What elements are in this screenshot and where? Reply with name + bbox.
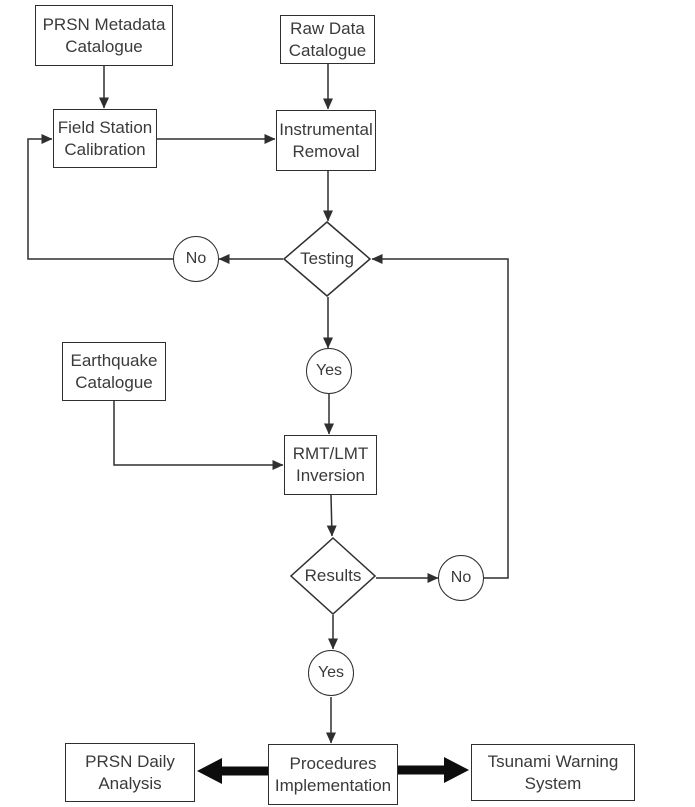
node-label-line2: Implementation bbox=[274, 775, 392, 795]
terminal-label: No bbox=[450, 569, 472, 586]
node-label-line1: Raw Data bbox=[290, 18, 365, 38]
node-label-line2: Inversion bbox=[296, 466, 365, 485]
node-earthquake-catalogue: Earthquake Catalogue bbox=[62, 342, 166, 401]
decision-results-label: Results bbox=[304, 566, 362, 585]
node-label-line1: Procedures bbox=[289, 753, 377, 773]
node-instrumental-removal: Instrumental Removal bbox=[276, 110, 376, 171]
node-prsn-daily-analysis: PRSN Daily Analysis bbox=[65, 743, 195, 802]
diamond-shape bbox=[283, 221, 371, 297]
node-label-line1: Tsunami Warning bbox=[487, 751, 619, 771]
node-label-line1: Instrumental bbox=[279, 119, 373, 139]
arrow-no-loop-to-field-station bbox=[27, 134, 173, 260]
diamond-shape bbox=[290, 537, 376, 615]
terminal-yes-results: Yes bbox=[308, 650, 354, 696]
terminal-label: No bbox=[185, 250, 207, 267]
node-field-station-calibration: Field Station Calibration bbox=[53, 109, 157, 168]
decision-results: Results bbox=[290, 537, 376, 615]
node-label-line2: Catalogue bbox=[75, 372, 153, 392]
decision-testing-label: Testing bbox=[300, 249, 354, 268]
node-label-line2: System bbox=[524, 773, 582, 793]
arrow-no-loop-to-testing bbox=[371, 254, 509, 579]
node-rmt-lmt-inversion: RMT/LMT Inversion bbox=[284, 435, 377, 495]
terminal-label: Yes bbox=[317, 664, 345, 681]
node-label-line1: Earthquake bbox=[70, 350, 158, 370]
node-label-line1: RMT/LMT bbox=[292, 444, 369, 463]
node-label-line2: Analysis bbox=[98, 773, 162, 793]
node-procedures-implementation: Procedures Implementation bbox=[268, 744, 398, 805]
terminal-yes-testing: Yes bbox=[306, 348, 352, 394]
thick-arrow-procedures-to-prsn-daily bbox=[197, 758, 268, 784]
node-label-line1: Field Station bbox=[57, 117, 153, 137]
decision-testing: Testing bbox=[283, 221, 371, 297]
node-label-line1: PRSN Metadata bbox=[42, 14, 166, 34]
node-raw-data-catalogue: Raw Data Catalogue bbox=[280, 15, 375, 64]
node-tsunami-warning-system: Tsunami Warning System bbox=[471, 744, 635, 801]
terminal-label: Yes bbox=[315, 362, 343, 379]
node-prsn-metadata-catalogue: PRSN Metadata Catalogue bbox=[35, 5, 173, 66]
terminal-no-testing: No bbox=[173, 236, 219, 282]
node-label-line2: Removal bbox=[292, 141, 360, 161]
node-label-line2: Catalogue bbox=[288, 40, 367, 60]
terminal-no-results: No bbox=[438, 555, 484, 601]
arrow-earthquake-to-rmt-lmt bbox=[113, 401, 284, 470]
arrow-rmt-lmt-to-results bbox=[326, 494, 337, 537]
thick-arrow-procedures-to-tsunami bbox=[398, 757, 469, 783]
node-label-line1: PRSN Daily bbox=[85, 751, 175, 771]
node-label-line2: Calibration bbox=[64, 139, 146, 159]
node-label-line2: Catalogue bbox=[65, 36, 143, 56]
